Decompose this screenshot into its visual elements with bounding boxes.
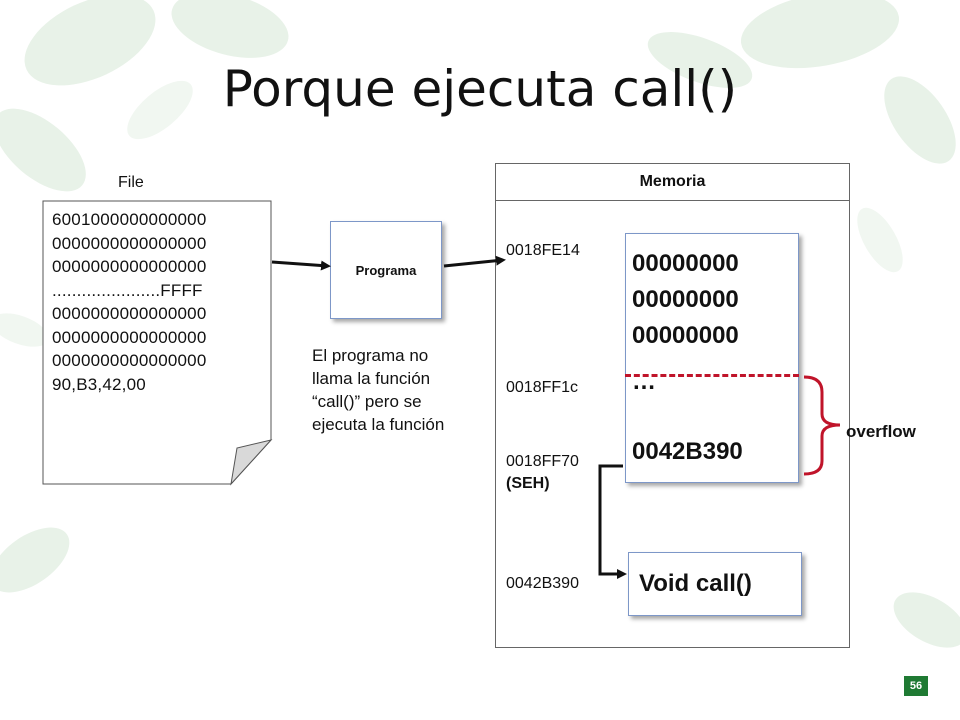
file-line: 90,B3,42,00	[52, 374, 146, 394]
file-document-shape	[42, 200, 273, 486]
overflow-label: overflow	[846, 422, 916, 441]
file-line: ......................FFFF	[52, 280, 203, 300]
programa-box: Programa	[330, 221, 442, 319]
file-line: 0000000000000000	[52, 304, 207, 323]
file-line: 6001000000000000	[52, 210, 207, 229]
file-line: 0000000000000000	[52, 257, 207, 276]
void-call-box: Void call()	[628, 552, 802, 616]
stack-value: 00000000	[632, 286, 739, 313]
address-label: 0018FF70	[506, 453, 579, 470]
stack-value: 00000000	[632, 322, 739, 349]
file-contents: 6001000000000000 0000000000000000 000000…	[52, 208, 206, 396]
void-call-label: Void call()	[639, 570, 752, 597]
memoria-title: Memoria	[639, 173, 706, 190]
file-line: 0000000000000000	[52, 351, 207, 370]
memoria-header: Memoria	[495, 163, 850, 201]
stack-buffer-box: 00000000 00000000 00000000 … 0042B390	[625, 233, 799, 483]
file-document: 6001000000000000 0000000000000000 000000…	[42, 200, 273, 486]
programa-label: Programa	[355, 262, 417, 278]
file-line: 0000000000000000	[52, 327, 207, 347]
address-sublabel-seh: (SEH)	[506, 475, 550, 492]
address-label: 0018FE14	[506, 242, 580, 259]
file-line: 0000000000000000	[52, 233, 207, 253]
page-number: 56	[904, 676, 928, 696]
overflow-boundary-line	[625, 374, 799, 377]
stack-ellipsis: …	[632, 368, 656, 395]
address-label: 0018FF1c	[506, 379, 579, 396]
file-label: File	[118, 174, 144, 191]
explanation-note: El programa no llama la función “call()”…	[312, 346, 445, 434]
stack-value: 00000000	[632, 250, 739, 277]
slide-title: Porque ejecuta call()	[222, 60, 738, 118]
address-label: 0042B390	[506, 575, 579, 592]
stack-value-seh-overwrite: 0042B390	[632, 438, 743, 465]
